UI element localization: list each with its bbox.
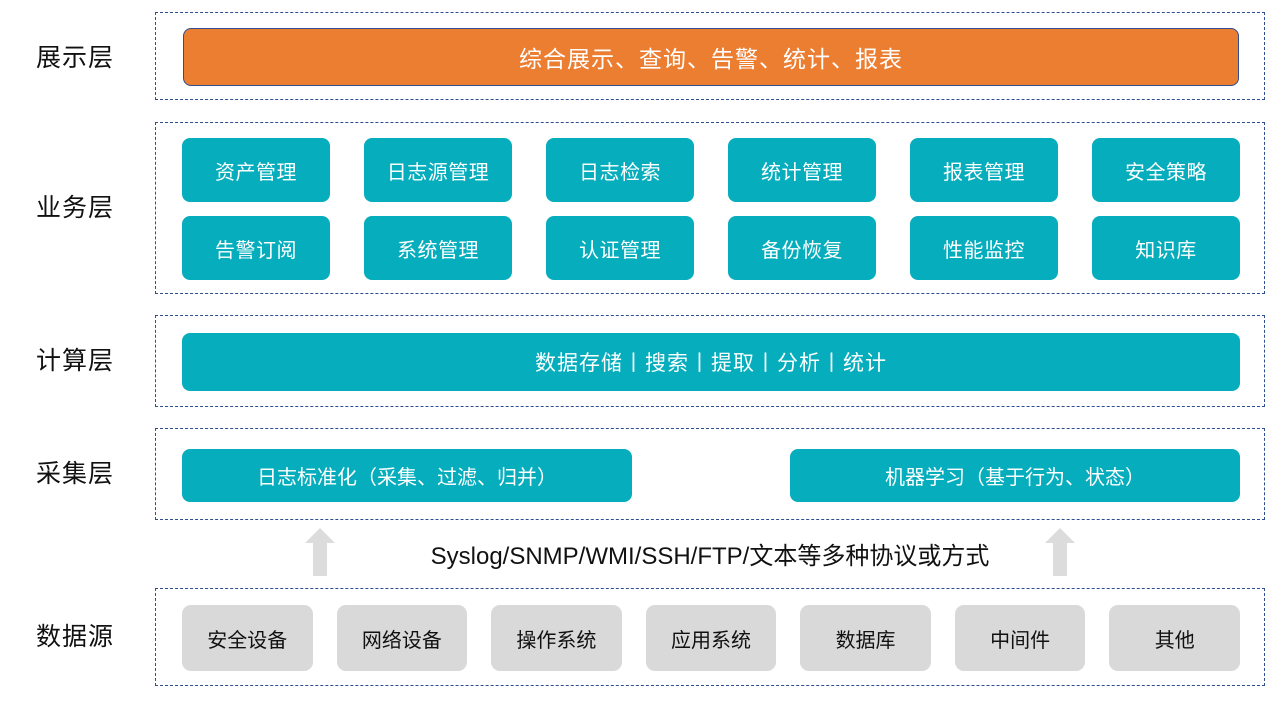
business-tile-report-management[interactable]: 报表管理 [910, 138, 1058, 202]
datasource-tile-application[interactable]: 应用系统 [645, 605, 777, 671]
business-tile-performance-monitor[interactable]: 性能监控 [910, 216, 1058, 280]
datasource-tile-middleware[interactable]: 中间件 [954, 605, 1086, 671]
datasource-layer-container: 安全设备 网络设备 操作系统 应用系统 数据库 中间件 其他 [155, 588, 1265, 686]
business-tile-security-policy[interactable]: 安全策略 [1092, 138, 1240, 202]
business-tile-backup-restore[interactable]: 备份恢复 [728, 216, 876, 280]
protocol-band: Syslog/SNMP/WMI/SSH/FTP/文本等多种协议或方式 [155, 522, 1265, 584]
business-tile-knowledge-base[interactable]: 知识库 [1092, 216, 1240, 280]
datasource-tile-other[interactable]: 其他 [1109, 605, 1240, 671]
business-layer-container: 资产管理 日志源管理 日志检索 统计管理 报表管理 安全策略 告警订阅 系统管理… [155, 122, 1265, 294]
datasource-tile-database[interactable]: 数据库 [800, 605, 931, 671]
layer-label-business: 业务层 [35, 194, 114, 222]
protocol-label: Syslog/SNMP/WMI/SSH/FTP/文本等多种协议或方式 [430, 542, 990, 570]
business-tile-auth-management[interactable]: 认证管理 [546, 216, 694, 280]
compute-capability-bar[interactable]: 数据存储丨搜索丨提取丨分析丨统计 [182, 333, 1240, 391]
business-tile-system-management[interactable]: 系统管理 [364, 216, 512, 280]
datasource-tile-operating-system[interactable]: 操作系统 [491, 605, 622, 671]
collection-tile-log-normalization[interactable]: 日志标准化（采集、过滤、归并） [182, 449, 632, 502]
business-tile-asset-management[interactable]: 资产管理 [182, 138, 330, 202]
layer-label-presentation: 展示层 [35, 44, 114, 72]
compute-layer-container: 数据存储丨搜索丨提取丨分析丨统计 [155, 315, 1265, 407]
layer-label-datasource: 数据源 [35, 623, 114, 651]
arrow-up-icon-right [1045, 528, 1075, 576]
business-tile-log-search[interactable]: 日志检索 [546, 138, 694, 202]
business-tile-grid: 资产管理 日志源管理 日志检索 统计管理 报表管理 安全策略 告警订阅 系统管理… [182, 138, 1240, 280]
business-tile-log-source-management[interactable]: 日志源管理 [364, 138, 512, 202]
layer-label-collection: 采集层 [35, 460, 114, 488]
datasource-tile-grid: 安全设备 网络设备 操作系统 应用系统 数据库 中间件 其他 [182, 605, 1240, 671]
arrow-up-icon-left [305, 528, 335, 576]
business-tile-statistics-management[interactable]: 统计管理 [728, 138, 876, 202]
presentation-layer-container: 综合展示、查询、告警、统计、报表 [155, 12, 1265, 100]
datasource-tile-network-device[interactable]: 网络设备 [336, 605, 468, 671]
business-tile-alarm-subscription[interactable]: 告警订阅 [182, 216, 330, 280]
datasource-tile-security-device[interactable]: 安全设备 [182, 605, 313, 671]
presentation-banner[interactable]: 综合展示、查询、告警、统计、报表 [183, 28, 1239, 86]
layer-label-compute: 计算层 [35, 347, 114, 375]
collection-layer-container: 日志标准化（采集、过滤、归并） 机器学习（基于行为、状态） [155, 428, 1265, 520]
collection-tile-machine-learning[interactable]: 机器学习（基于行为、状态） [790, 449, 1240, 502]
